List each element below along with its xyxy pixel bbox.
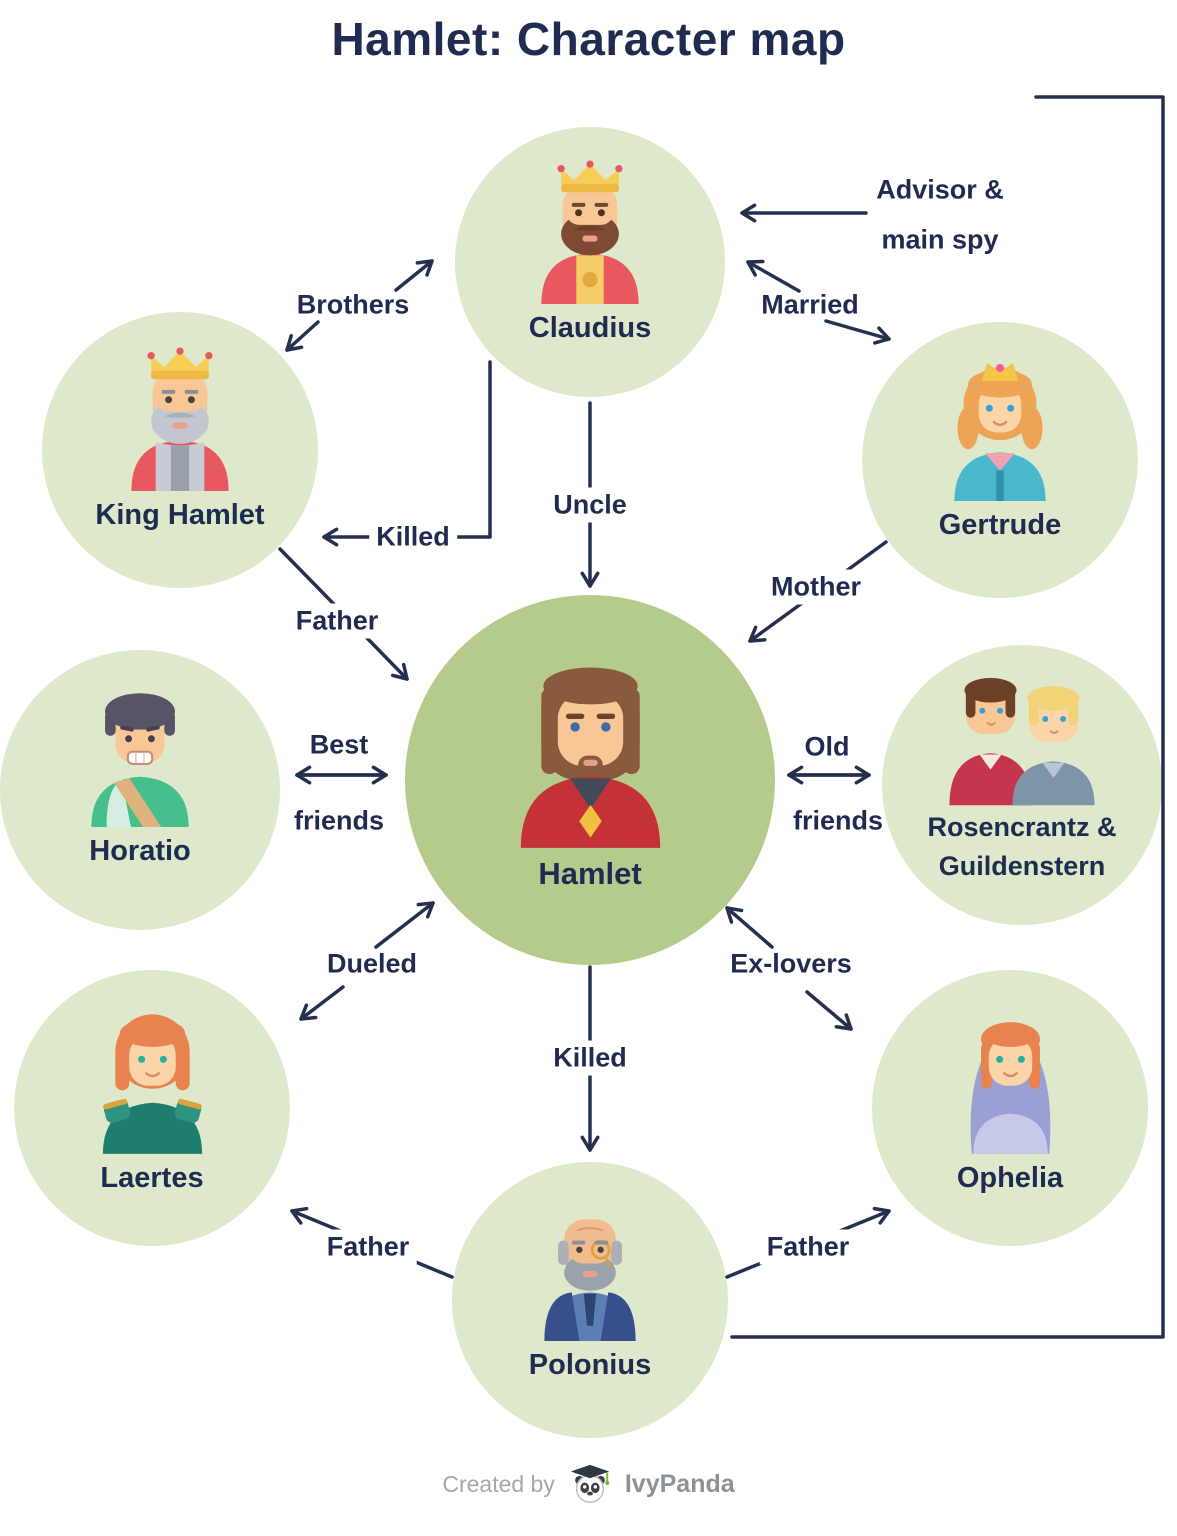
arrow-exlovers-to-ophelia bbox=[805, 990, 853, 1031]
footer: Created by IvyPanda bbox=[0, 1462, 1177, 1506]
ivypanda-logo-icon bbox=[570, 1464, 610, 1503]
ophelia-avatar-icon bbox=[970, 1022, 1050, 1154]
node-ophelia: Ophelia bbox=[872, 970, 1148, 1246]
arrow-exlovers-to-hamlet bbox=[725, 906, 774, 949]
label-killed-king: Killed bbox=[369, 519, 457, 555]
label-old-friends-line2: friends bbox=[792, 805, 884, 836]
label-best-friends-line2: friends bbox=[293, 805, 385, 836]
node-claudius: Claudius bbox=[455, 127, 725, 397]
arrow-dueled-to-laertes bbox=[299, 985, 345, 1021]
node-horatio: Horatio bbox=[0, 650, 280, 930]
node-rosencrantz-guildenstern: Rosencrantz & Guildenstern bbox=[882, 645, 1162, 925]
label-best-friends-line1: Best bbox=[309, 729, 369, 760]
laertes-avatar-icon bbox=[102, 1014, 202, 1154]
brand-text: IvyPanda bbox=[624, 1469, 735, 1498]
node-label-horatio: Horatio bbox=[89, 835, 191, 867]
label-married: Married bbox=[761, 289, 859, 320]
node-laertes: Laertes bbox=[14, 970, 290, 1246]
label-father-ophelia: Father bbox=[759, 1229, 857, 1265]
arrow-killed-king bbox=[322, 360, 492, 547]
label-father-hamlet: Father bbox=[288, 603, 386, 639]
arrow-brothers-to-king-hamlet bbox=[285, 320, 320, 352]
node-label-king-hamlet: King Hamlet bbox=[95, 499, 265, 531]
node-label-laertes: Laertes bbox=[100, 1162, 204, 1194]
node-label-guildenstern: Guildenstern bbox=[938, 851, 1106, 882]
node-label-hamlet: Hamlet bbox=[538, 856, 642, 891]
node-label-gertrude: Gertrude bbox=[938, 509, 1062, 541]
label-mother: Mother bbox=[764, 569, 868, 605]
arrow-dueled-to-hamlet bbox=[374, 901, 435, 949]
arrow-married-to-claudius bbox=[746, 259, 801, 293]
label-ex-lovers: Ex-lovers bbox=[730, 948, 852, 979]
label-advisor-line1: Advisor & bbox=[876, 174, 1004, 205]
gertrude-avatar-icon bbox=[954, 362, 1046, 501]
hamlet-avatar-icon bbox=[520, 667, 660, 848]
node-polonius: Polonius bbox=[452, 1162, 728, 1438]
polonius-avatar-icon bbox=[544, 1219, 636, 1341]
label-brothers: Brothers bbox=[296, 289, 410, 320]
arrow-brothers-to-claudius bbox=[394, 259, 434, 292]
node-king-hamlet: King Hamlet bbox=[42, 312, 318, 588]
claudius-avatar-icon bbox=[541, 160, 639, 304]
node-label-claudius: Claudius bbox=[528, 312, 652, 344]
node-label-ophelia: Ophelia bbox=[956, 1162, 1064, 1194]
label-killed-polonius: Killed bbox=[546, 1040, 634, 1076]
label-father-laertes: Father bbox=[319, 1229, 417, 1265]
arrow-married-to-gertrude bbox=[824, 319, 891, 345]
node-label-rosencrantz: Rosencrantz & bbox=[927, 812, 1117, 842]
rosencrantz-guildenstern-avatar-icon bbox=[949, 677, 1095, 806]
created-by-text: Created by bbox=[442, 1470, 555, 1497]
label-old-friends-line1: Old bbox=[804, 731, 850, 762]
horatio-avatar-icon bbox=[91, 693, 189, 827]
node-hamlet: Hamlet bbox=[405, 595, 775, 965]
node-label-polonius: Polonius bbox=[528, 1349, 652, 1381]
page-title: Hamlet: Character map bbox=[331, 13, 846, 65]
connector-polonius-to-advisor bbox=[730, 95, 1165, 1339]
label-uncle: Uncle bbox=[546, 487, 634, 523]
king-hamlet-avatar-icon bbox=[131, 347, 229, 491]
label-dueled: Dueled bbox=[326, 948, 418, 979]
label-advisor-line2: main spy bbox=[881, 224, 999, 255]
node-gertrude: Gertrude bbox=[862, 322, 1138, 598]
